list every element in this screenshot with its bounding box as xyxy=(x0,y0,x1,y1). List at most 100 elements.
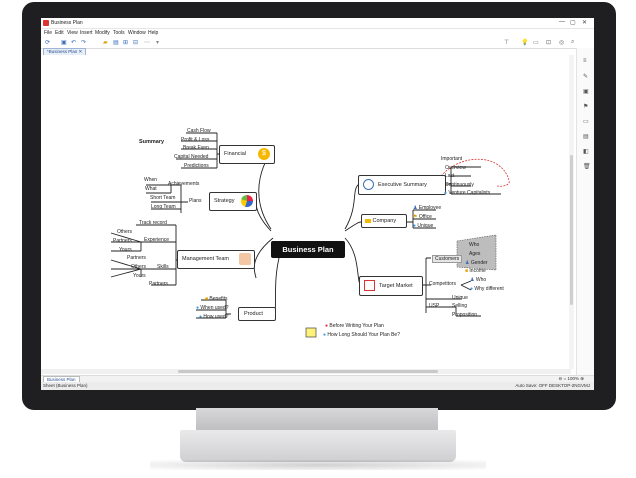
strategy-short-team[interactable]: Short Team xyxy=(150,195,176,201)
product-how-used[interactable]: ● How used? xyxy=(199,314,228,320)
image-icon[interactable]: ▭ xyxy=(533,40,539,46)
menu-help[interactable]: Help xyxy=(148,30,159,36)
financial-item[interactable]: Cash Flow xyxy=(187,128,211,134)
boundary-icon[interactable]: ⋯ xyxy=(144,40,150,46)
target-customers[interactable]: Customers xyxy=(432,255,463,263)
info-icon: ● xyxy=(196,305,200,311)
target-unique[interactable]: Unique xyxy=(452,295,468,301)
relationship-icon[interactable]: ⊟ xyxy=(133,40,139,46)
menu-insert[interactable]: Insert xyxy=(80,30,93,36)
vertical-scroll-thumb[interactable] xyxy=(570,155,573,305)
management-others[interactable]: Others xyxy=(117,229,133,235)
mindmap-canvas[interactable]: Business Plan Summary Financial $ Cash F… xyxy=(41,55,576,375)
financial-item[interactable]: Predictions xyxy=(184,163,209,169)
trash-icon[interactable]: 🗑 xyxy=(583,164,591,170)
redo-icon[interactable]: ↷ xyxy=(81,40,87,46)
target-proposition[interactable]: Proposition xyxy=(452,312,478,318)
minimize-button[interactable]: — xyxy=(559,19,565,25)
strategy-achievements[interactable]: Achievements xyxy=(168,181,200,187)
summary-label[interactable]: Summary xyxy=(139,139,165,145)
executive-venture[interactable]: ● Venture Capitalists xyxy=(444,190,490,196)
properties-icon[interactable]: ≡ xyxy=(583,58,587,64)
competitor-why-different[interactable]: ● Why different xyxy=(470,286,504,292)
marker-icon[interactable]: ✎ xyxy=(583,74,589,80)
product-when-used[interactable]: ● When used? xyxy=(196,305,229,311)
company-office[interactable]: ⚑ Office xyxy=(413,214,432,220)
menu-file[interactable]: File xyxy=(44,30,53,36)
management-partners[interactable]: Partners xyxy=(149,281,168,287)
comments-icon[interactable]: ◧ xyxy=(583,149,589,155)
horizontal-scroll-thumb[interactable] xyxy=(178,370,438,373)
target-usp[interactable]: USP xyxy=(429,303,440,309)
menu-view[interactable]: View xyxy=(67,30,78,36)
management-experience[interactable]: Experience xyxy=(144,237,170,243)
new-icon[interactable]: ⟳ xyxy=(45,40,51,46)
management-skills[interactable]: Skills xyxy=(157,264,169,270)
competitor-who[interactable]: ♟ Who xyxy=(470,277,486,283)
link-icon[interactable]: ⊡ xyxy=(546,40,552,46)
image-panel-icon[interactable]: ▣ xyxy=(583,89,589,95)
vertical-scrollbar[interactable] xyxy=(569,55,574,369)
management-yours[interactable]: Yours xyxy=(133,273,146,279)
customer-gender[interactable]: ♟ Gender xyxy=(465,260,488,266)
menu-tools[interactable]: Tools xyxy=(113,30,125,36)
strategy-what[interactable]: What xyxy=(145,186,157,192)
floating-topic[interactable]: ● How Long Should Your Plan Be? xyxy=(323,332,400,338)
maximize-button[interactable]: ▢ xyxy=(570,20,576,26)
customer-who[interactable]: Who xyxy=(469,242,480,248)
executive-summary-topic[interactable]: Executive Summary xyxy=(358,175,446,195)
executive-important[interactable]: Important xyxy=(441,156,463,162)
strategy-long-team[interactable]: Long Team xyxy=(151,204,176,210)
search-icon[interactable]: ⌕ xyxy=(571,39,575,45)
folder-icon[interactable]: ▰ xyxy=(103,40,108,46)
undo-icon[interactable]: ↶ xyxy=(71,40,77,46)
idea-icon[interactable]: 💡 xyxy=(521,40,529,46)
executive-continuously[interactable]: Continuously xyxy=(445,182,474,188)
company-employee[interactable]: ♟ Employee xyxy=(413,205,441,211)
strategy-plans[interactable]: Plans xyxy=(189,198,202,204)
dropdown-icon[interactable]: ▾ xyxy=(156,40,160,46)
management-partners[interactable]: Partners xyxy=(113,238,132,244)
info-icon: ● xyxy=(323,332,327,338)
horizontal-scrollbar[interactable] xyxy=(41,369,571,374)
layout-icon[interactable]: ⊤ xyxy=(504,40,510,46)
central-topic[interactable]: Business Plan xyxy=(271,241,345,258)
executive-last[interactable]: Last xyxy=(445,173,455,179)
target-market-topic[interactable]: Target Market xyxy=(359,276,423,296)
financial-item[interactable]: Profit & Loss xyxy=(181,137,210,143)
management-topic[interactable]: Management Team xyxy=(177,250,255,269)
customer-gender-text: Gender xyxy=(470,260,488,266)
customer-ages[interactable]: Ages xyxy=(469,251,481,257)
topic-icon[interactable]: ▤ xyxy=(113,40,119,46)
product-topic[interactable]: Product xyxy=(238,307,276,321)
product-benefits[interactable]: ■ Benefits xyxy=(205,296,228,302)
strategy-topic[interactable]: Strategy xyxy=(209,192,257,211)
floating-topic[interactable]: ● Before Writing Your Plan xyxy=(325,323,384,329)
target-selling[interactable]: Selling xyxy=(452,303,468,309)
management-track-record[interactable]: Track record xyxy=(139,220,167,226)
management-partners[interactable]: Partners xyxy=(127,255,146,261)
target-competitors[interactable]: Competitors xyxy=(429,281,456,287)
check-icon[interactable]: ◎ xyxy=(559,40,565,46)
financial-item[interactable]: Break Even xyxy=(183,145,209,151)
connector-lines xyxy=(110,132,510,338)
executive-overview[interactable]: Overview xyxy=(445,165,466,171)
outline-icon[interactable]: ▭ xyxy=(583,119,589,125)
strategy-when[interactable]: When xyxy=(144,177,158,183)
subtopic-icon[interactable]: ⊞ xyxy=(123,40,129,46)
financial-item[interactable]: Capital Needed xyxy=(174,154,209,160)
menu-window[interactable]: Window xyxy=(128,30,146,36)
close-button[interactable]: ✕ xyxy=(582,20,588,26)
company-topic[interactable]: Company xyxy=(361,214,407,228)
company-unique[interactable]: ● Unique xyxy=(413,223,433,229)
customer-income[interactable]: ■ Income xyxy=(465,268,486,274)
notes-icon[interactable]: ▤ xyxy=(583,134,589,140)
save-icon[interactable]: ▣ xyxy=(61,40,67,46)
zoom-control[interactable]: ⊖ = 100% ⊕ xyxy=(558,376,584,381)
management-others[interactable]: Others xyxy=(131,264,147,270)
flag-panel-icon[interactable]: ⚑ xyxy=(583,104,589,110)
menu-modify[interactable]: Modify xyxy=(95,30,110,36)
financial-topic[interactable]: Financial $ xyxy=(219,145,275,164)
management-yours[interactable]: Yours xyxy=(119,247,132,253)
menu-edit[interactable]: Edit xyxy=(55,30,64,36)
